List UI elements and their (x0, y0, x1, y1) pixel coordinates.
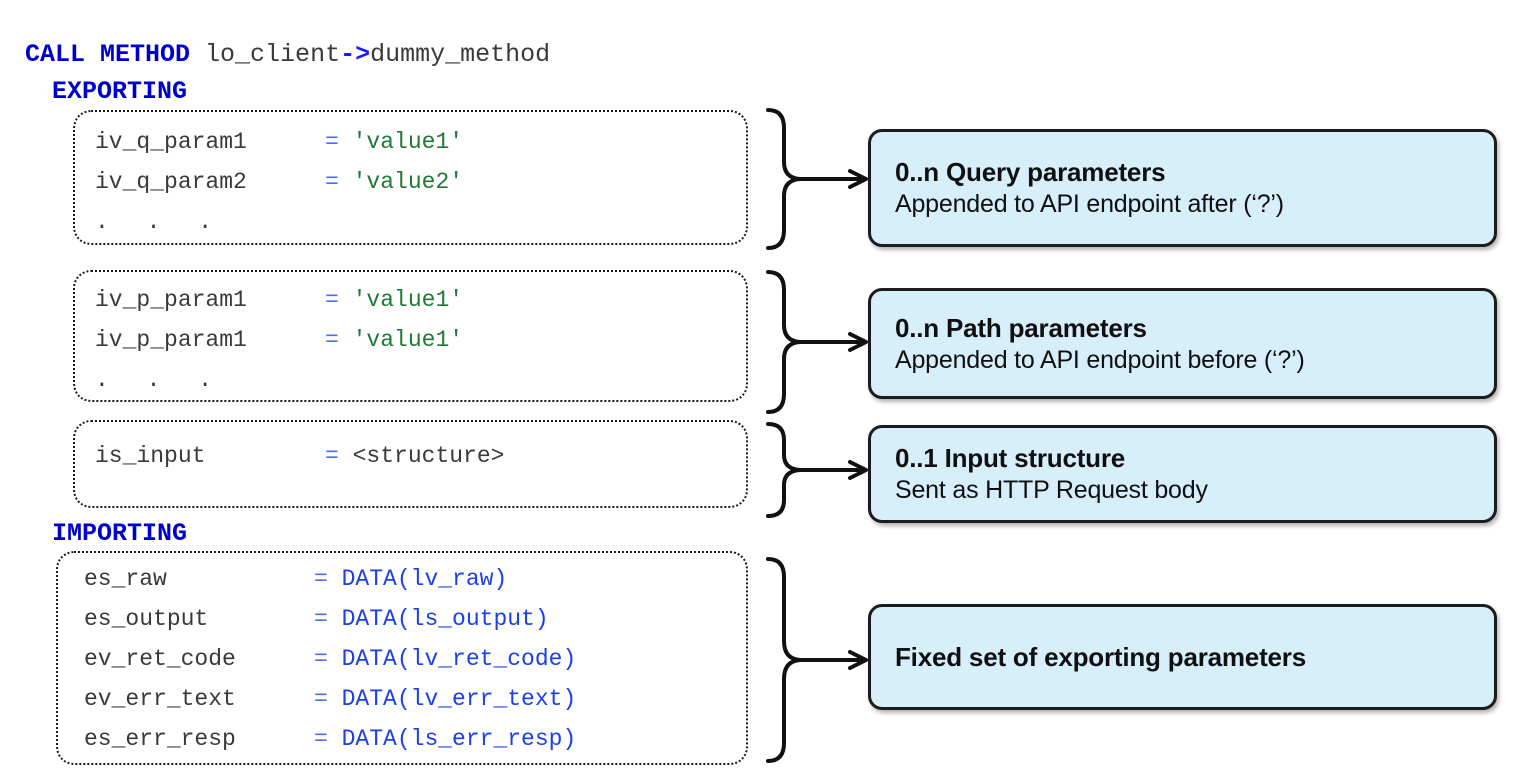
equals-sign: = (325, 169, 339, 195)
client-object-identifier: lo_client (205, 40, 341, 69)
param-row: es_output = DATA(ls_output) (84, 599, 736, 639)
param-row: iv_q_param2 = 'value2' (95, 162, 736, 202)
param-name: iv_p_param1 (95, 327, 247, 353)
equals-sign: = (325, 443, 339, 469)
connector-brace-input-structure (766, 422, 868, 518)
callout-path-parameters: 0..n Path parameters Appended to API end… (868, 288, 1497, 399)
call-method-line: CALL METHOD lo_client->dummy_method (25, 40, 550, 70)
equals-sign: = (325, 129, 339, 155)
equals-sign: = (325, 287, 339, 313)
equals-sign: = (314, 566, 328, 592)
param-name: ev_err_text (84, 686, 236, 712)
equals-sign: = (325, 327, 339, 353)
param-row: iv_q_param1 = 'value1' (95, 122, 736, 162)
param-name: is_input (95, 443, 206, 469)
param-row: iv_p_param1 = 'value1' (95, 320, 736, 360)
param-row: ev_ret_code = DATA(lv_ret_code) (84, 639, 736, 679)
arrow-operator-icon: -> (340, 40, 371, 69)
param-value: DATA(ls_output) (341, 606, 549, 632)
param-name: iv_p_param1 (95, 287, 247, 313)
connector-brace-query (766, 108, 868, 250)
param-row: iv_p_param1 = 'value1' (95, 280, 736, 320)
param-value: 'value1' (352, 129, 464, 155)
equals-sign: = (314, 686, 328, 712)
param-name: es_err_resp (84, 726, 236, 752)
importing-keyword: IMPORTING (52, 519, 187, 549)
callout-query-parameters: 0..n Query parameters Appended to API en… (868, 129, 1497, 247)
ellipsis-label: . . . (95, 209, 225, 235)
param-name: ev_ret_code (84, 646, 236, 672)
space-sep (190, 40, 205, 69)
param-row-ellipsis: . . . (95, 202, 736, 242)
callout-title: 0..n Query parameters (895, 157, 1166, 187)
param-name: iv_q_param2 (95, 169, 247, 195)
callout-title: Fixed set of exporting parameters (895, 642, 1306, 672)
method-name-identifier: dummy_method (370, 40, 551, 69)
param-value: 'value1' (352, 327, 464, 353)
param-value: DATA(ls_err_resp) (341, 726, 577, 752)
equals-sign: = (314, 646, 328, 672)
param-value: DATA(lv_ret_code) (341, 646, 577, 672)
param-box-input-structure: is_input = <structure> (73, 420, 748, 508)
param-box-query: iv_q_param1 = 'value1' iv_q_param2 = 'valu… (73, 110, 748, 245)
callout-title: 0..n Path parameters (895, 312, 1147, 343)
exporting-label: EXPORTING (52, 77, 188, 106)
param-name: es_raw (84, 566, 167, 592)
param-value: DATA(lv_err_text) (341, 686, 577, 712)
callout-title: 0..1 Input structure (895, 443, 1126, 473)
param-value: 'value1' (352, 287, 464, 313)
callout-subtitle: Appended to API endpoint before (‘?’) (895, 345, 1305, 374)
callout-subtitle: Sent as HTTP Request body (895, 476, 1208, 504)
param-row-ellipsis: . . . (95, 360, 736, 400)
ellipsis-label: . . . (95, 367, 225, 393)
callout-exporting-parameters: Fixed set of exporting parameters (868, 604, 1497, 710)
param-value: <structure> (352, 443, 505, 469)
equals-sign: = (314, 726, 328, 752)
param-box-importing: es_raw = DATA(lv_raw) es_output = DATA(ls_… (56, 551, 748, 765)
connector-brace-path (766, 270, 868, 414)
equals-sign: = (314, 606, 328, 632)
importing-label: IMPORTING (52, 519, 188, 548)
param-row: is_input = <structure> (95, 436, 736, 476)
call-method-keyword: CALL METHOD (25, 40, 191, 69)
param-box-path: iv_p_param1 = 'value1' iv_p_param1 = 'valu… (73, 270, 748, 402)
param-row: ev_err_text = DATA(lv_err_text) (84, 679, 736, 719)
exporting-keyword: EXPORTING (52, 77, 187, 107)
connector-brace-exporting-params (766, 557, 868, 763)
param-value: 'value2' (352, 169, 464, 195)
param-row: es_raw = DATA(lv_raw) (84, 559, 736, 599)
param-row: es_err_resp = DATA(ls_err_resp) (84, 719, 736, 759)
callout-input-structure: 0..1 Input structure Sent as HTTP Reques… (868, 425, 1497, 523)
param-name: es_output (84, 606, 209, 632)
callout-subtitle: Appended to API endpoint after (‘?’) (895, 190, 1284, 218)
param-value: DATA(lv_raw) (341, 566, 508, 592)
param-name: iv_q_param1 (95, 129, 247, 155)
